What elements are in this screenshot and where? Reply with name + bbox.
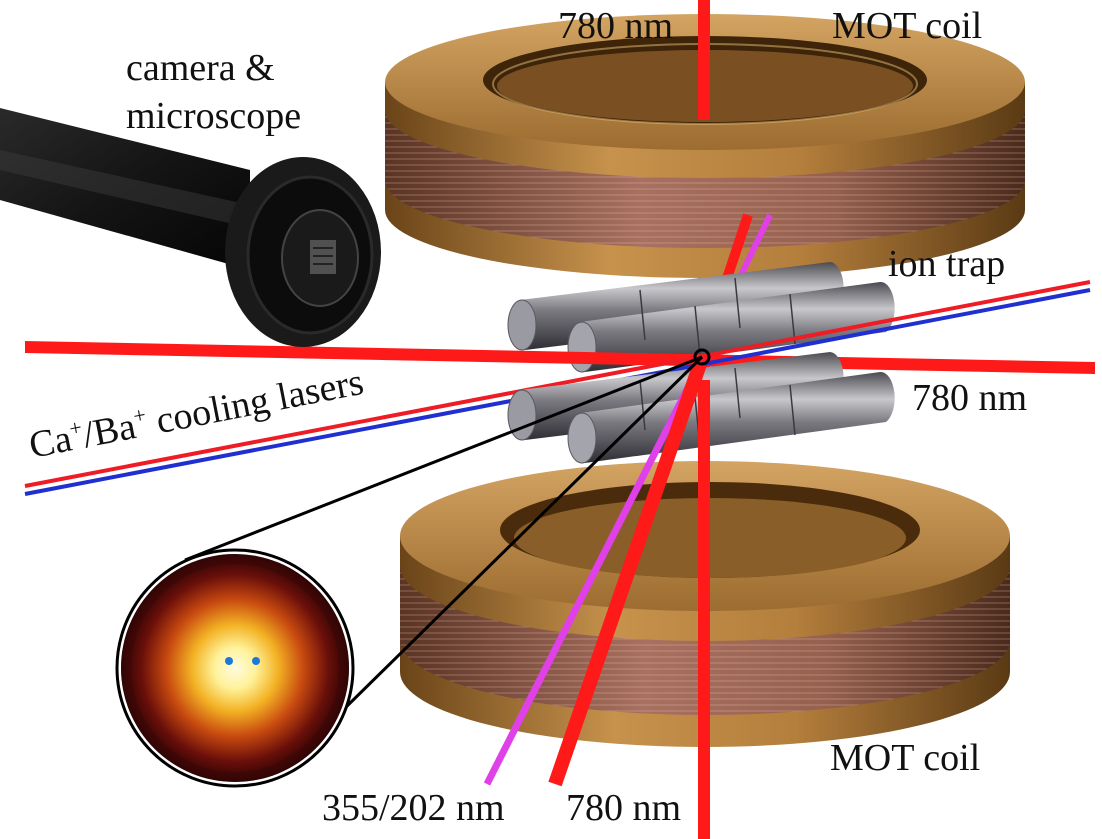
fluorescence-inset [115,548,355,788]
label-mot-coil-top: MOT coil [832,5,982,47]
label-camera-line2: microscope [126,95,301,137]
mot-coil-top [385,14,1025,278]
label-right-780nm: 780 nm [912,377,1027,419]
camera-microscope [0,108,381,347]
diagonal-780-beam [548,361,707,787]
label-mot-coil-bottom: MOT coil [830,737,980,779]
label-bottom-780nm: 780 nm [566,787,681,829]
label-camera-line1: camera & [126,47,275,89]
zoom-line-lower [341,355,704,712]
label-top-780nm: 780 nm [558,5,673,47]
ion-dot-left [225,657,233,665]
cooling-laser-red [24,280,1091,488]
vertical-780-beam-lower [698,380,710,839]
zoom-line-upper [184,355,703,562]
horizontal-780-beam [25,341,1095,374]
label-uv-beam: 355/202 nm [322,787,505,829]
trap-center-marker [693,348,711,366]
uv-beam [483,362,704,786]
vertical-780-beam-top-hole [698,0,710,120]
ion-dot-right [252,657,260,665]
label-cooling-lasers: Ca+/Ba+ cooling lasers [26,360,367,467]
label-ion-trap: ion trap [888,243,1005,285]
